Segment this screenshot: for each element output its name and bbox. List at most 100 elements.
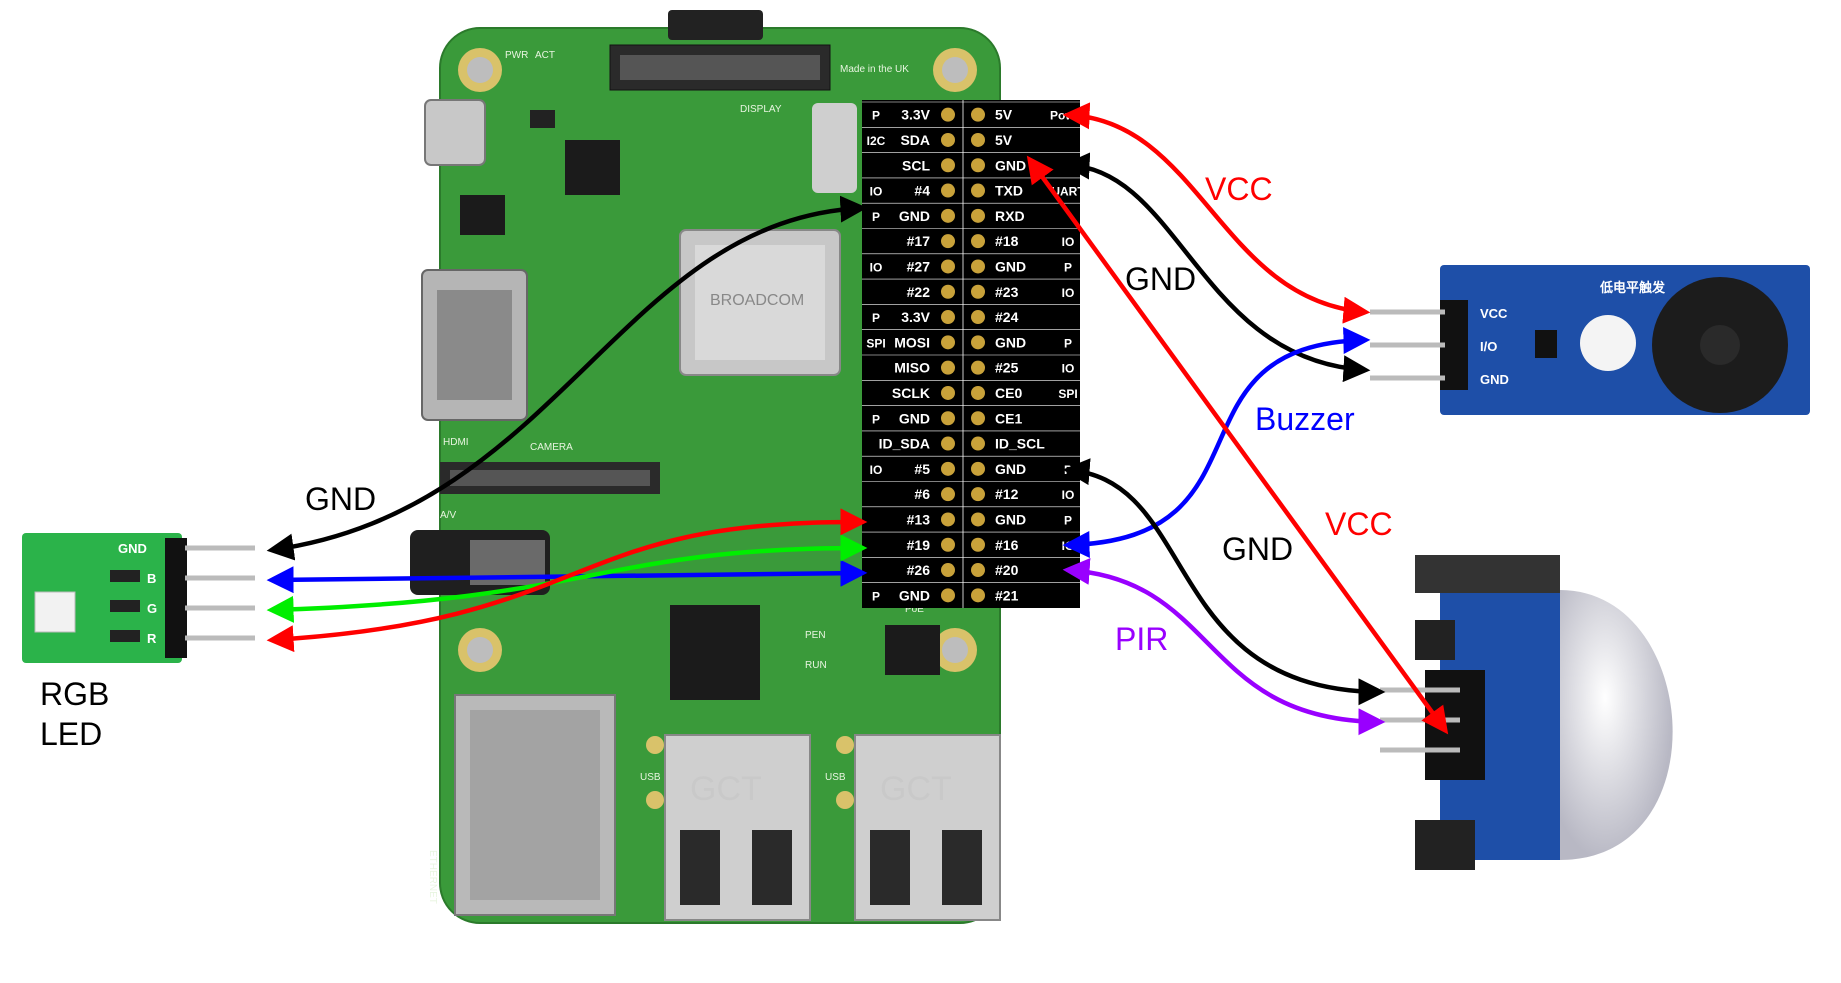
wire-led-red xyxy=(266,508,868,653)
gpio-pin-label-left: MISO xyxy=(894,360,930,376)
gpio-pin-label-right: CE0 xyxy=(995,385,1022,401)
gpio-side-label-right: SPI xyxy=(1058,387,1077,401)
gpio-side-label-right: IO xyxy=(1062,235,1075,249)
poe-header xyxy=(885,625,940,675)
buzzer-pin-io: I/O xyxy=(1480,339,1497,354)
gpio-pin-left xyxy=(941,436,955,451)
gpio-pin-label-left: GND xyxy=(899,410,930,426)
gpio-pin-label-right: #16 xyxy=(995,537,1019,553)
gpio-pin-label-right: GND xyxy=(995,461,1026,477)
silk-av: A/V xyxy=(440,510,456,521)
gpio-pin-left xyxy=(941,158,955,173)
gpio-pin-label-left: GND xyxy=(899,587,930,603)
gpio-pin-label-right: TXD xyxy=(995,183,1023,199)
pir-header xyxy=(1425,670,1485,780)
gpio-pin-right xyxy=(971,132,985,147)
gpio-pin-right xyxy=(971,360,985,375)
gpio-row: #26#20 xyxy=(862,557,1080,578)
gpio-pin-label-right: #21 xyxy=(995,587,1019,603)
buzzer-module: VCC I/O GND 低电平触发 xyxy=(1370,265,1810,415)
gpio-side-label-left: I2C xyxy=(867,134,886,148)
silk-hdmi: HDMI xyxy=(443,437,469,448)
silk-ethernet: ETHERNET xyxy=(427,850,438,904)
gpio-pin-label-right: RXD xyxy=(995,208,1025,224)
gpio-pin-right xyxy=(971,436,985,451)
soc-label: BROADCOM xyxy=(710,292,804,309)
gpio-pin-right xyxy=(971,588,985,603)
gpio-pin-label-right: GND xyxy=(995,334,1026,350)
gpio-pin-label-right: #24 xyxy=(995,309,1019,325)
small-ic-2 xyxy=(460,195,505,235)
gpio-pin-left xyxy=(941,411,955,426)
gpio-pin-right xyxy=(971,259,985,274)
silk-pen: PEN xyxy=(805,630,826,641)
gpio-pin-right xyxy=(971,411,985,426)
gpio-row: SCL GND xyxy=(862,152,1080,173)
silk-pwr: PWR xyxy=(505,50,528,61)
gpio-row: 3.3V#24P xyxy=(862,304,1080,325)
gpio-pin-left xyxy=(941,588,955,603)
label-gnd-pir: GND xyxy=(1222,531,1293,567)
gpio-pin-right xyxy=(971,537,985,552)
gpio-pin-right xyxy=(971,107,985,122)
gpio-pin-label-left: SCLK xyxy=(892,385,930,401)
gpio-pin-label-left: GND xyxy=(899,208,930,224)
gpio-pin-label-left: 3.3V xyxy=(901,107,930,123)
gpio-pin-left xyxy=(941,360,955,375)
gpio-side-label-left: P xyxy=(872,589,880,603)
gpio-pin-label-left: #27 xyxy=(907,258,931,274)
gpio-pin-left xyxy=(941,284,955,299)
gpio-side-label-left: P xyxy=(872,109,880,123)
gpio-pin-label-left: SDA xyxy=(900,132,930,148)
gpio-pin-label-left: SCL xyxy=(902,157,930,173)
gpio-pin-label-right: 5V xyxy=(995,107,1013,123)
usb-brand-1: GCT xyxy=(690,770,762,808)
wire-buzzer-signal xyxy=(1062,327,1371,558)
gpio-pin-right xyxy=(971,310,985,325)
gpio-pin-right xyxy=(971,487,985,502)
rgb-pin-r: R xyxy=(147,631,157,646)
gpio-pin-label-right: #12 xyxy=(995,486,1019,502)
gpio-pin-right xyxy=(971,512,985,527)
gpio-pin-right xyxy=(971,385,985,400)
gpio-pin-label-right: #20 xyxy=(995,562,1019,578)
gpio-pin-right xyxy=(971,335,985,350)
gpio-side-label-right: P xyxy=(1064,260,1072,274)
gpio-pin-label-left: #4 xyxy=(914,183,930,199)
gpio-pin-left xyxy=(941,512,955,527)
gpio-side-label-left: P xyxy=(872,311,880,325)
gpio-side-label-left: IO xyxy=(870,463,883,477)
rgb-pin-g: G xyxy=(147,601,157,616)
gpio-pin-label-left: MOSI xyxy=(894,334,930,350)
gpio-pin-label-left: #5 xyxy=(914,461,930,477)
gpio-pin-label-right: GND xyxy=(995,157,1026,173)
silk-display: DISPLAY xyxy=(740,104,782,115)
rgb-led-label-1: RGB xyxy=(40,676,109,712)
gpio-side-label-right: IO xyxy=(1062,488,1075,502)
gpio-pin-label-right: GND xyxy=(995,258,1026,274)
label-gnd-buzzer: GND xyxy=(1125,261,1196,297)
gpio-side-label-left: IO xyxy=(870,185,883,199)
label-pir-signal: PIR xyxy=(1115,621,1168,657)
gpio-pin-left xyxy=(941,208,955,223)
gpio-pin-left xyxy=(941,132,955,147)
gpio-pin-left xyxy=(941,385,955,400)
gpio-pin-label-left: #19 xyxy=(907,537,931,553)
label-vcc-pir: VCC xyxy=(1325,506,1393,542)
silk-camera: CAMERA xyxy=(530,442,573,453)
gpio-pin-label-left: #13 xyxy=(907,511,931,527)
gpio-pin-label-right: CE1 xyxy=(995,410,1022,426)
label-vcc-buzzer: VCC xyxy=(1205,171,1273,207)
silk-usb-2: USB xyxy=(825,772,846,783)
gpio-pin-left xyxy=(941,563,955,578)
gpio-pin-right xyxy=(971,284,985,299)
gpio-pin-left xyxy=(941,259,955,274)
silk-poe: PoE xyxy=(905,604,924,615)
gpio-pin-left xyxy=(941,335,955,350)
ethernet-controller xyxy=(670,605,760,700)
